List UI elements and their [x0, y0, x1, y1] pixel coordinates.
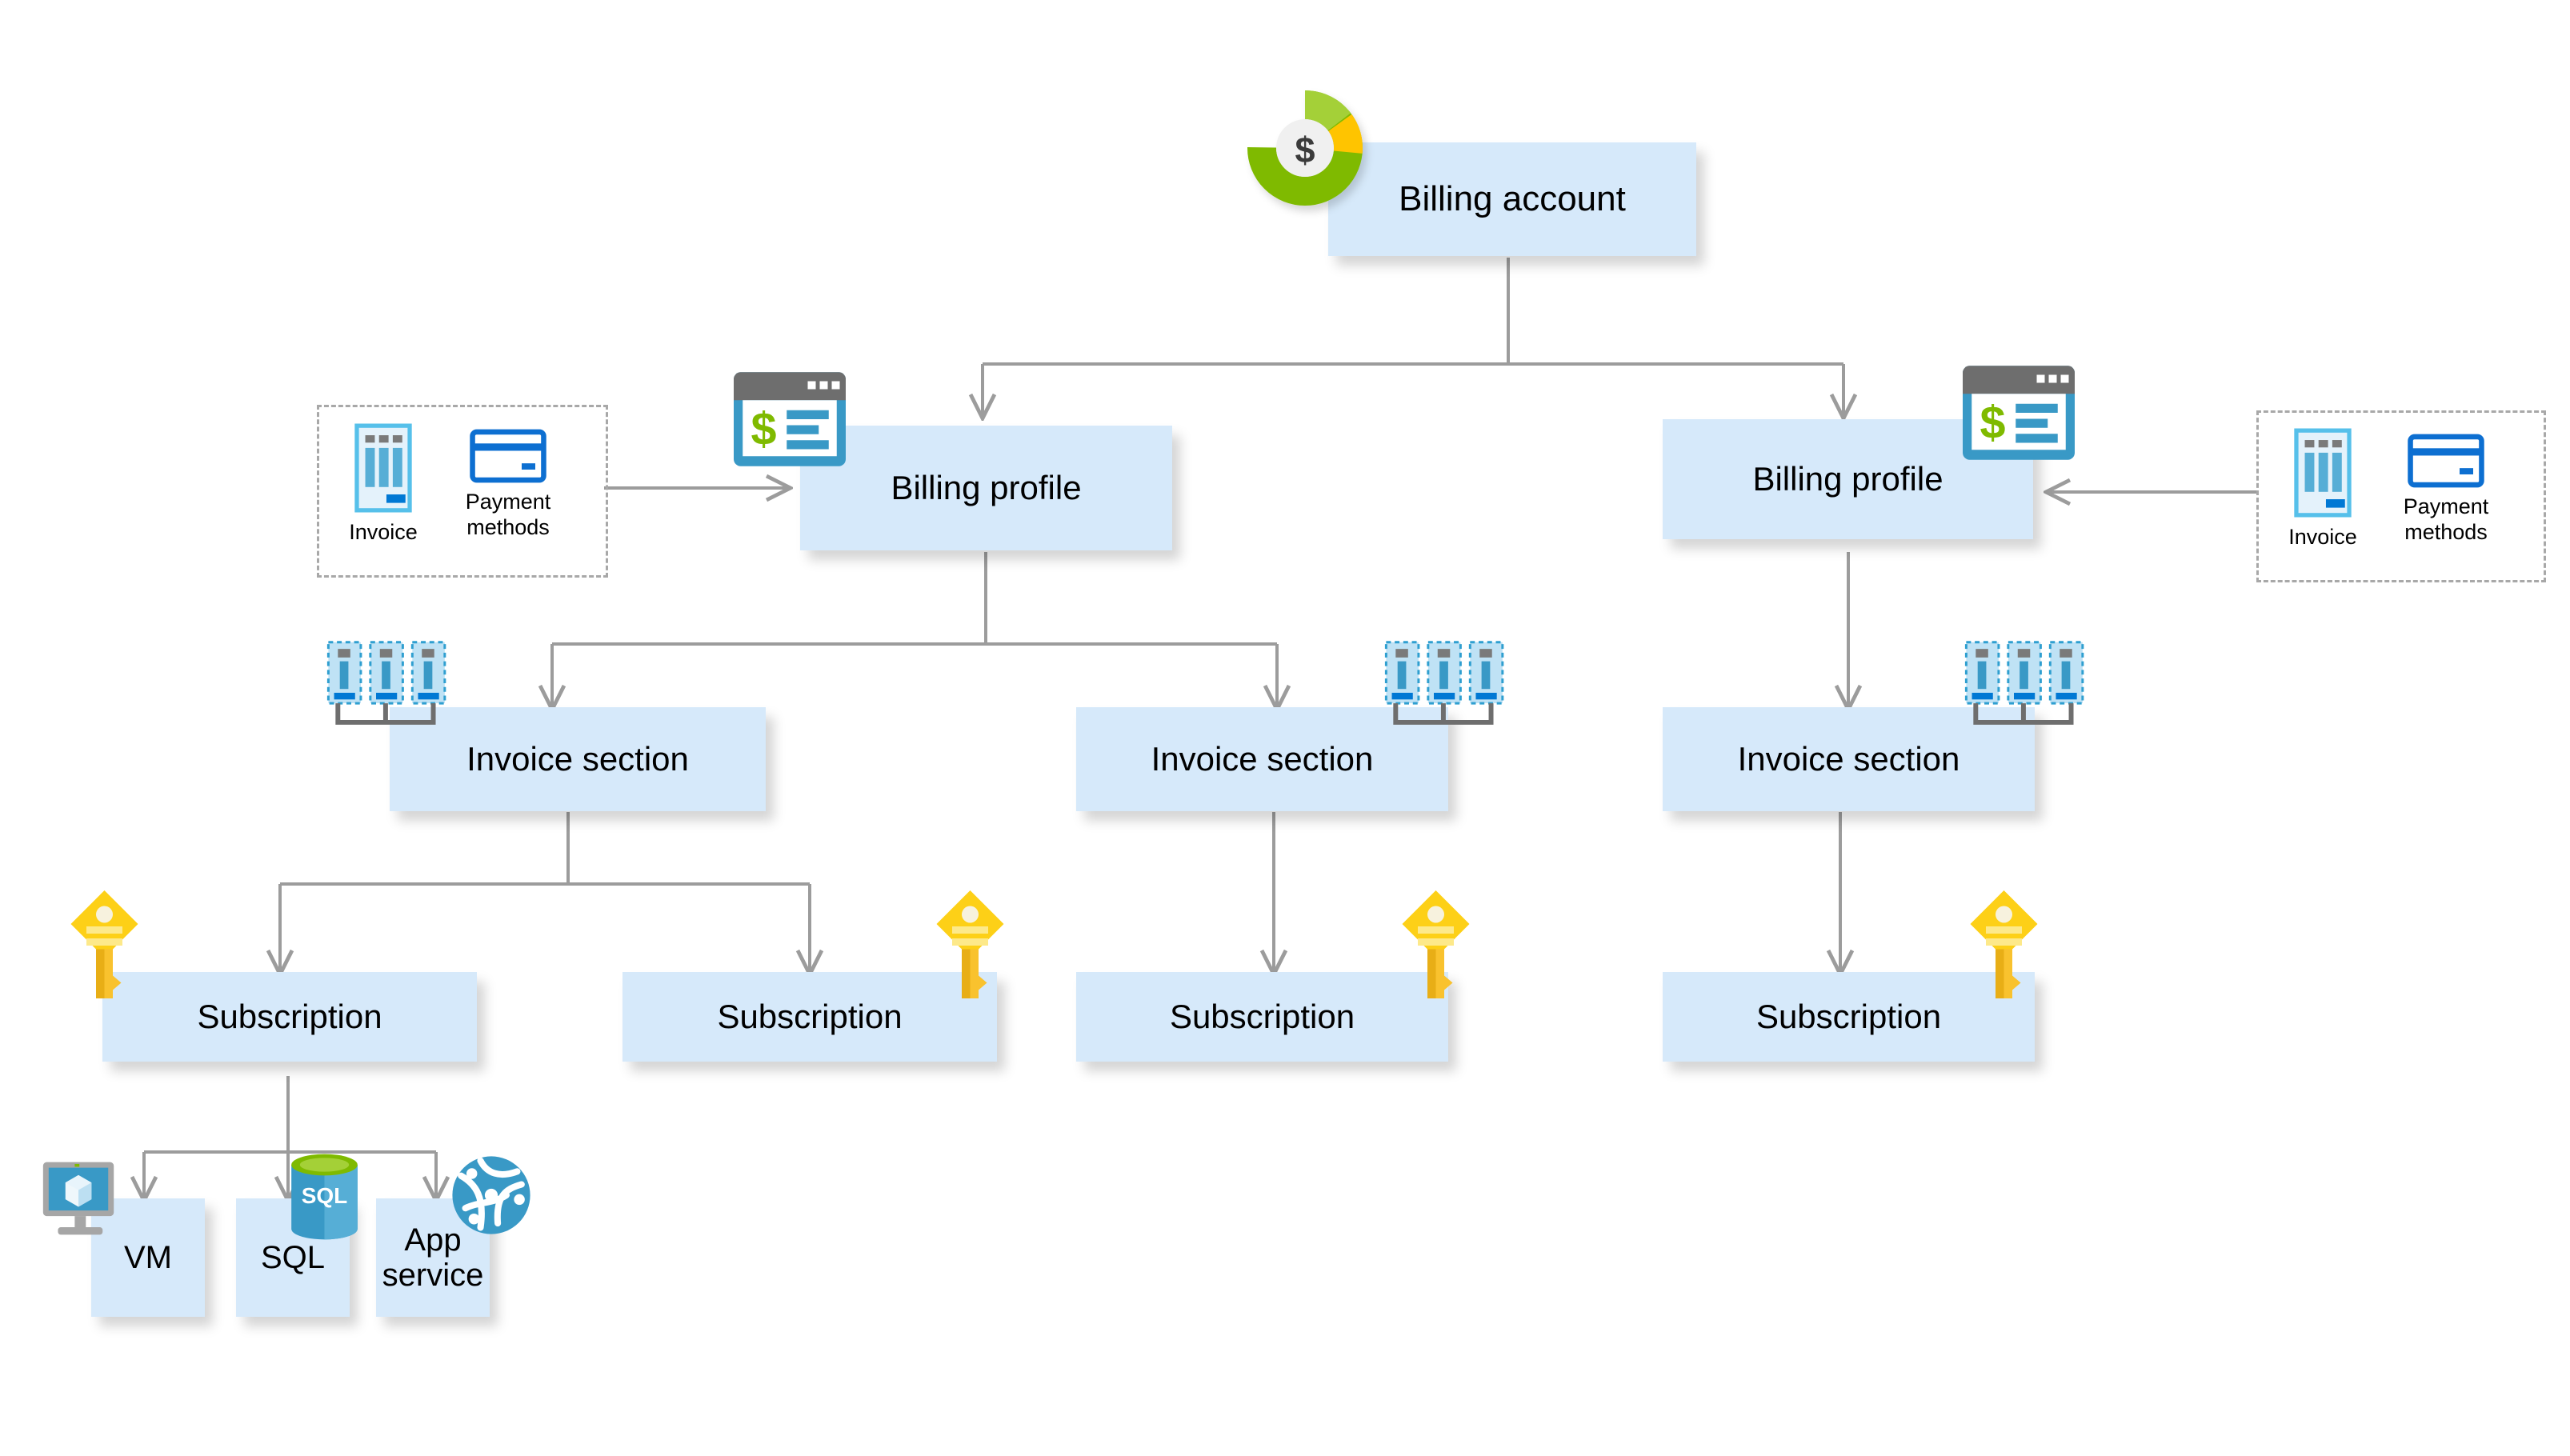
svg-text:$: $ [1295, 130, 1315, 170]
node-subscription-2-label: Subscription [717, 997, 903, 1035]
node-subscription-4[interactable]: Subscription [1663, 972, 2035, 1062]
node-invoice-section-3-label: Invoice section [1737, 739, 1960, 778]
node-app-service-label-line2: service [382, 1258, 484, 1293]
legend-left-invoice[interactable]: Invoice [339, 422, 427, 544]
legend-right-payment-methods-line1: Payment [2403, 494, 2489, 518]
invoice-section-icon [1384, 641, 1504, 725]
node-billing-profile-left-label: Billing profile [891, 468, 1082, 506]
legend-left-payment-methods-line1: Payment [465, 490, 551, 514]
sql-database-icon: SQL [291, 1154, 358, 1240]
node-billing-account-label: Billing account [1399, 178, 1626, 218]
legend-right-invoice-label: Invoice [2288, 525, 2357, 549]
virtual-machine-icon [42, 1162, 114, 1235]
node-subscription-1-label: Subscription [197, 997, 382, 1035]
node-subscription-2[interactable]: Subscription [622, 972, 997, 1062]
key-icon [1402, 890, 1470, 998]
invoice-document-icon [354, 423, 412, 513]
node-vm-label: VM [124, 1240, 172, 1275]
key-icon [1970, 890, 2038, 998]
svg-text:$: $ [751, 403, 777, 454]
key-icon [936, 890, 1004, 998]
legend-right-invoice[interactable]: Invoice [2279, 427, 2367, 549]
legend-group-left [317, 405, 608, 578]
svg-text:$: $ [1980, 397, 2006, 448]
invoice-section-icon [326, 641, 446, 725]
node-invoice-section-2-label: Invoice section [1151, 739, 1374, 778]
legend-left-payment-methods[interactable]: Payment methods [448, 429, 568, 539]
node-subscription-3[interactable]: Subscription [1076, 972, 1448, 1062]
node-billing-account[interactable]: Billing account [1328, 142, 1696, 256]
credit-card-icon [2408, 434, 2484, 488]
node-invoice-section-3[interactable]: Invoice section [1663, 707, 2035, 811]
node-subscription-3-label: Subscription [1169, 997, 1355, 1035]
legend-left-payment-methods-line2: methods [466, 515, 550, 540]
invoice-section-icon [1964, 641, 2084, 725]
node-sql-label: SQL [260, 1240, 326, 1275]
node-invoice-section-2[interactable]: Invoice section [1076, 707, 1448, 811]
node-app-service[interactable]: App service [376, 1198, 490, 1317]
key-icon [70, 890, 138, 998]
node-invoice-section-1[interactable]: Invoice section [390, 707, 766, 811]
invoice-document-icon [2294, 428, 2352, 518]
node-vm[interactable]: VM [91, 1198, 205, 1317]
node-billing-profile-right[interactable]: Billing profile [1663, 419, 2033, 539]
legend-left-invoice-label: Invoice [349, 520, 418, 544]
svg-text:SQL: SQL [302, 1183, 348, 1208]
legend-right-payment-methods[interactable]: Payment methods [2386, 434, 2506, 544]
donut-dollar-icon: $ [1247, 90, 1363, 206]
node-billing-profile-left[interactable]: Billing profile [800, 426, 1172, 550]
node-app-service-label-line1: App [404, 1222, 462, 1258]
billing-profile-window-icon: $ [1963, 366, 2075, 460]
legend-right-payment-methods-line2: methods [2404, 520, 2488, 545]
app-service-globe-icon [452, 1156, 530, 1234]
billing-profile-window-icon: $ [734, 372, 846, 466]
node-invoice-section-1-label: Invoice section [466, 739, 689, 778]
credit-card-icon [470, 429, 546, 483]
node-subscription-4-label: Subscription [1755, 997, 1942, 1035]
node-billing-profile-right-label: Billing profile [1752, 459, 1944, 498]
legend-group-right [2256, 410, 2546, 582]
node-subscription-1[interactable]: Subscription [102, 972, 477, 1062]
